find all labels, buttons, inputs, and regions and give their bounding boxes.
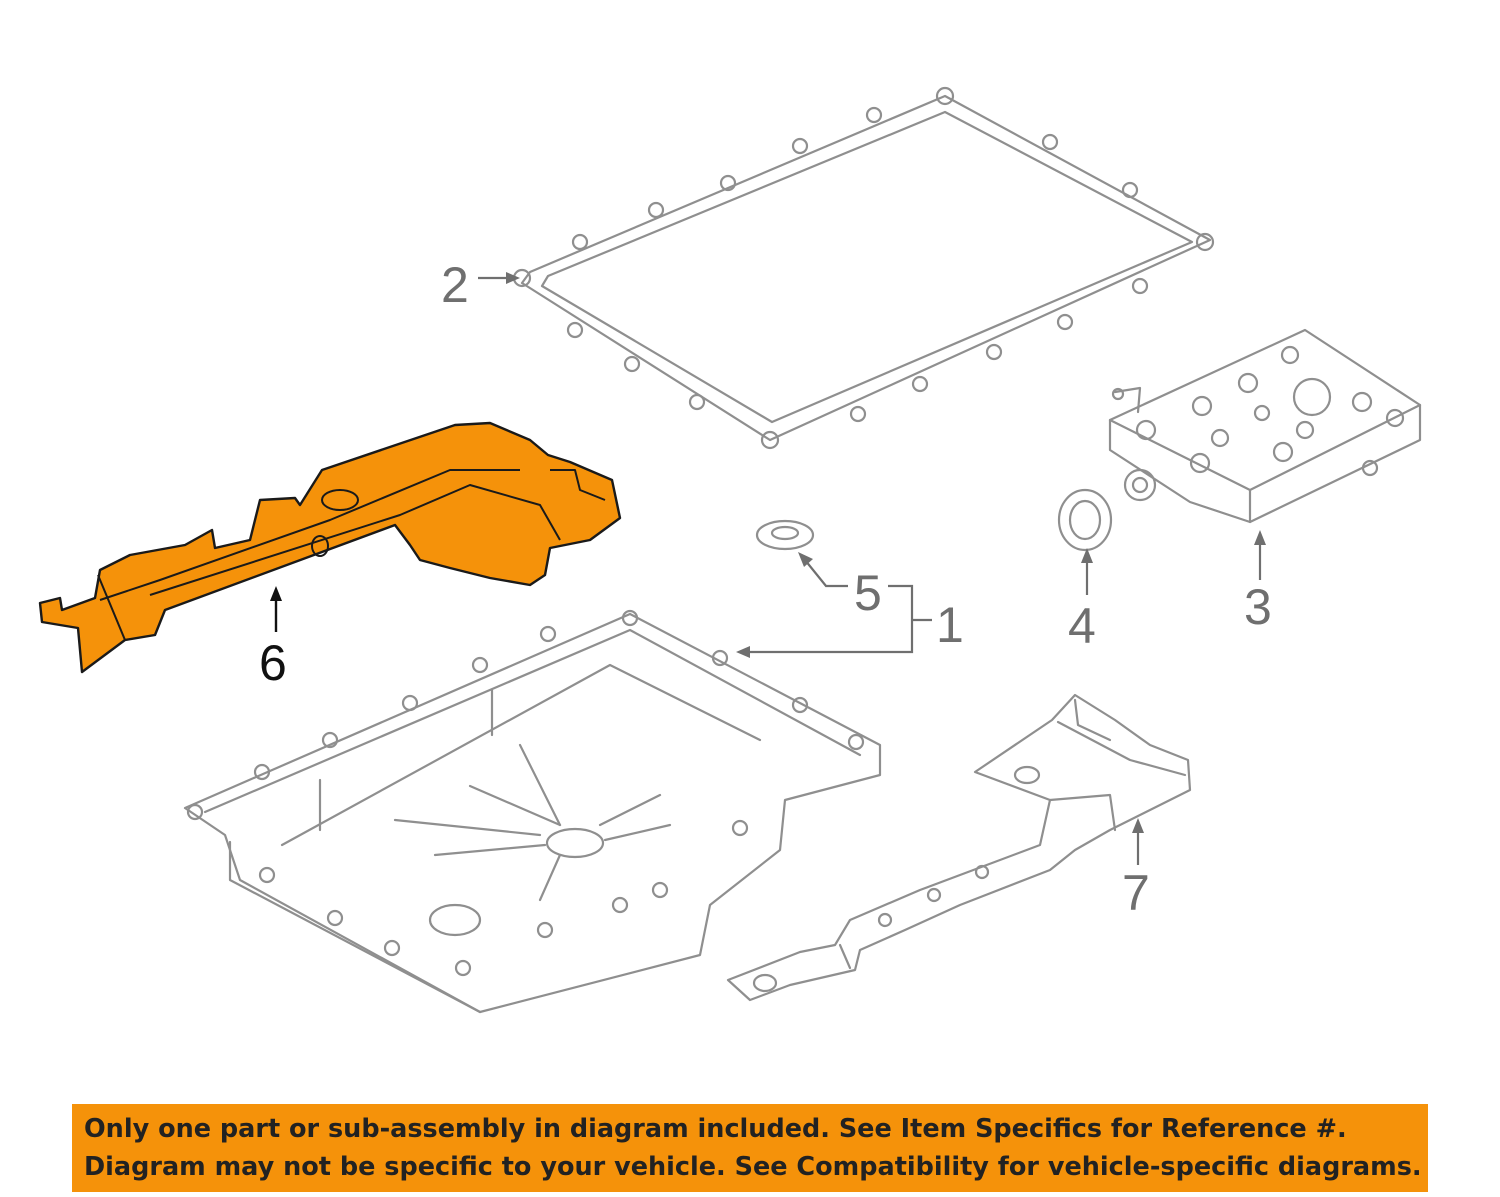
callout-2: 2 <box>441 257 469 313</box>
part-7-bracket <box>726 693 1192 1002</box>
disclaimer-line-1: Only one part or sub-assembly in diagram… <box>84 1114 1347 1144</box>
callout-1: 1 <box>936 597 964 653</box>
part-3-filter <box>1108 328 1422 524</box>
part-5-drain-gasket <box>755 519 815 551</box>
disclaimer-banner: Only one part or sub-assembly in diagram… <box>72 1104 1428 1192</box>
callout-6: 6 <box>259 635 287 691</box>
part-2-gasket <box>512 86 1215 450</box>
disclaimer-line-2: Diagram may not be specific to your vehi… <box>84 1152 1422 1182</box>
callout-4: 4 <box>1068 598 1096 654</box>
callout-7: 7 <box>1122 865 1150 921</box>
callout-3: 3 <box>1244 579 1272 635</box>
callout-leaders <box>270 272 1266 865</box>
callout-5: 5 <box>854 565 882 621</box>
part-4-seal <box>1057 488 1113 552</box>
part-6-shield-highlighted <box>38 421 622 674</box>
part-1-oil-pan <box>183 609 882 1014</box>
